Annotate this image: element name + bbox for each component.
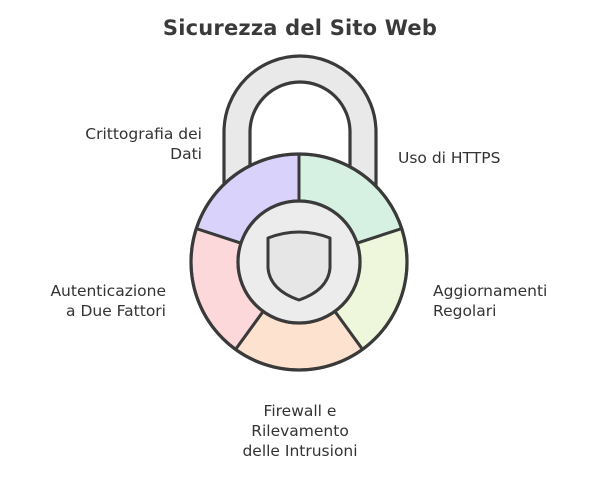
label-encryption-line-2: Dati [170,145,202,163]
label-https: Uso di HTTPS [398,148,500,168]
label-firewall-line-2: Rilevamento [251,422,349,440]
label-firewall-line-1: Firewall e [263,402,337,420]
page-title: Sicurezza del Sito Web [162,16,438,40]
label-firewall: Firewall e Rilevamento delle Intrusioni [200,401,400,461]
label-https-line-1: Uso di HTTPS [398,149,501,167]
label-encryption-line-1: Crittografia dei [85,125,202,143]
shield-icon [266,230,332,302]
lock-shackle [222,54,378,197]
label-two-factor: Autenticazione a Due Fattori [10,281,166,321]
label-updates-line-2: Regolari [433,302,497,320]
label-updates: Aggiornamenti Regolari [433,281,547,321]
label-encryption: Crittografia dei Dati [30,124,202,164]
label-two-factor-line-2: a Due Fattori [66,302,166,320]
label-updates-line-1: Aggiornamenti [433,282,548,300]
label-two-factor-line-1: Autenticazione [50,282,166,300]
lock-body-outline [189,152,409,372]
label-firewall-line-3: delle Intrusioni [242,442,358,460]
